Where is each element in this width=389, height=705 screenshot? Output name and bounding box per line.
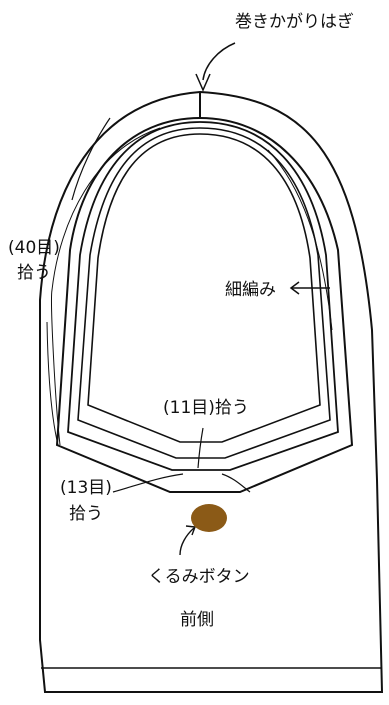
bag-outer-edge [55,116,354,493]
button-arrow-line [179,527,195,556]
seam-arrowhead [195,73,211,92]
covered-button [191,504,227,532]
rib-band-middle [77,127,331,459]
front-label: 前側 [180,610,214,630]
pickup-13-label-line1: (13目) [60,478,112,498]
guide-line-13-left [112,473,184,493]
body-outline [39,90,384,693]
pickup-40-label-line1: (40目) [8,238,60,258]
button-arrowhead [185,525,196,536]
seam-arrow-line [202,42,236,81]
left-side-stripe [71,117,111,201]
rib-label: 細編み [225,280,276,300]
guide-line-13-right [221,473,251,493]
opening-edge [87,133,321,443]
guide-line-11 [197,427,204,469]
guide-line-40 [51,127,161,446]
guide-line-left-lower [46,321,59,446]
pickup-11-label: (11目)拾う [163,398,249,418]
guide-line-right [267,149,333,331]
pickup-13-label-line2: 拾う [69,504,103,524]
seam-label: 巻きかがりはぎ [235,12,354,32]
rib-arrowhead [289,281,300,295]
pickup-40-label-line2: 拾う [17,263,51,283]
rib-band-outer [67,121,339,471]
button-label: くるみボタン [148,567,250,587]
